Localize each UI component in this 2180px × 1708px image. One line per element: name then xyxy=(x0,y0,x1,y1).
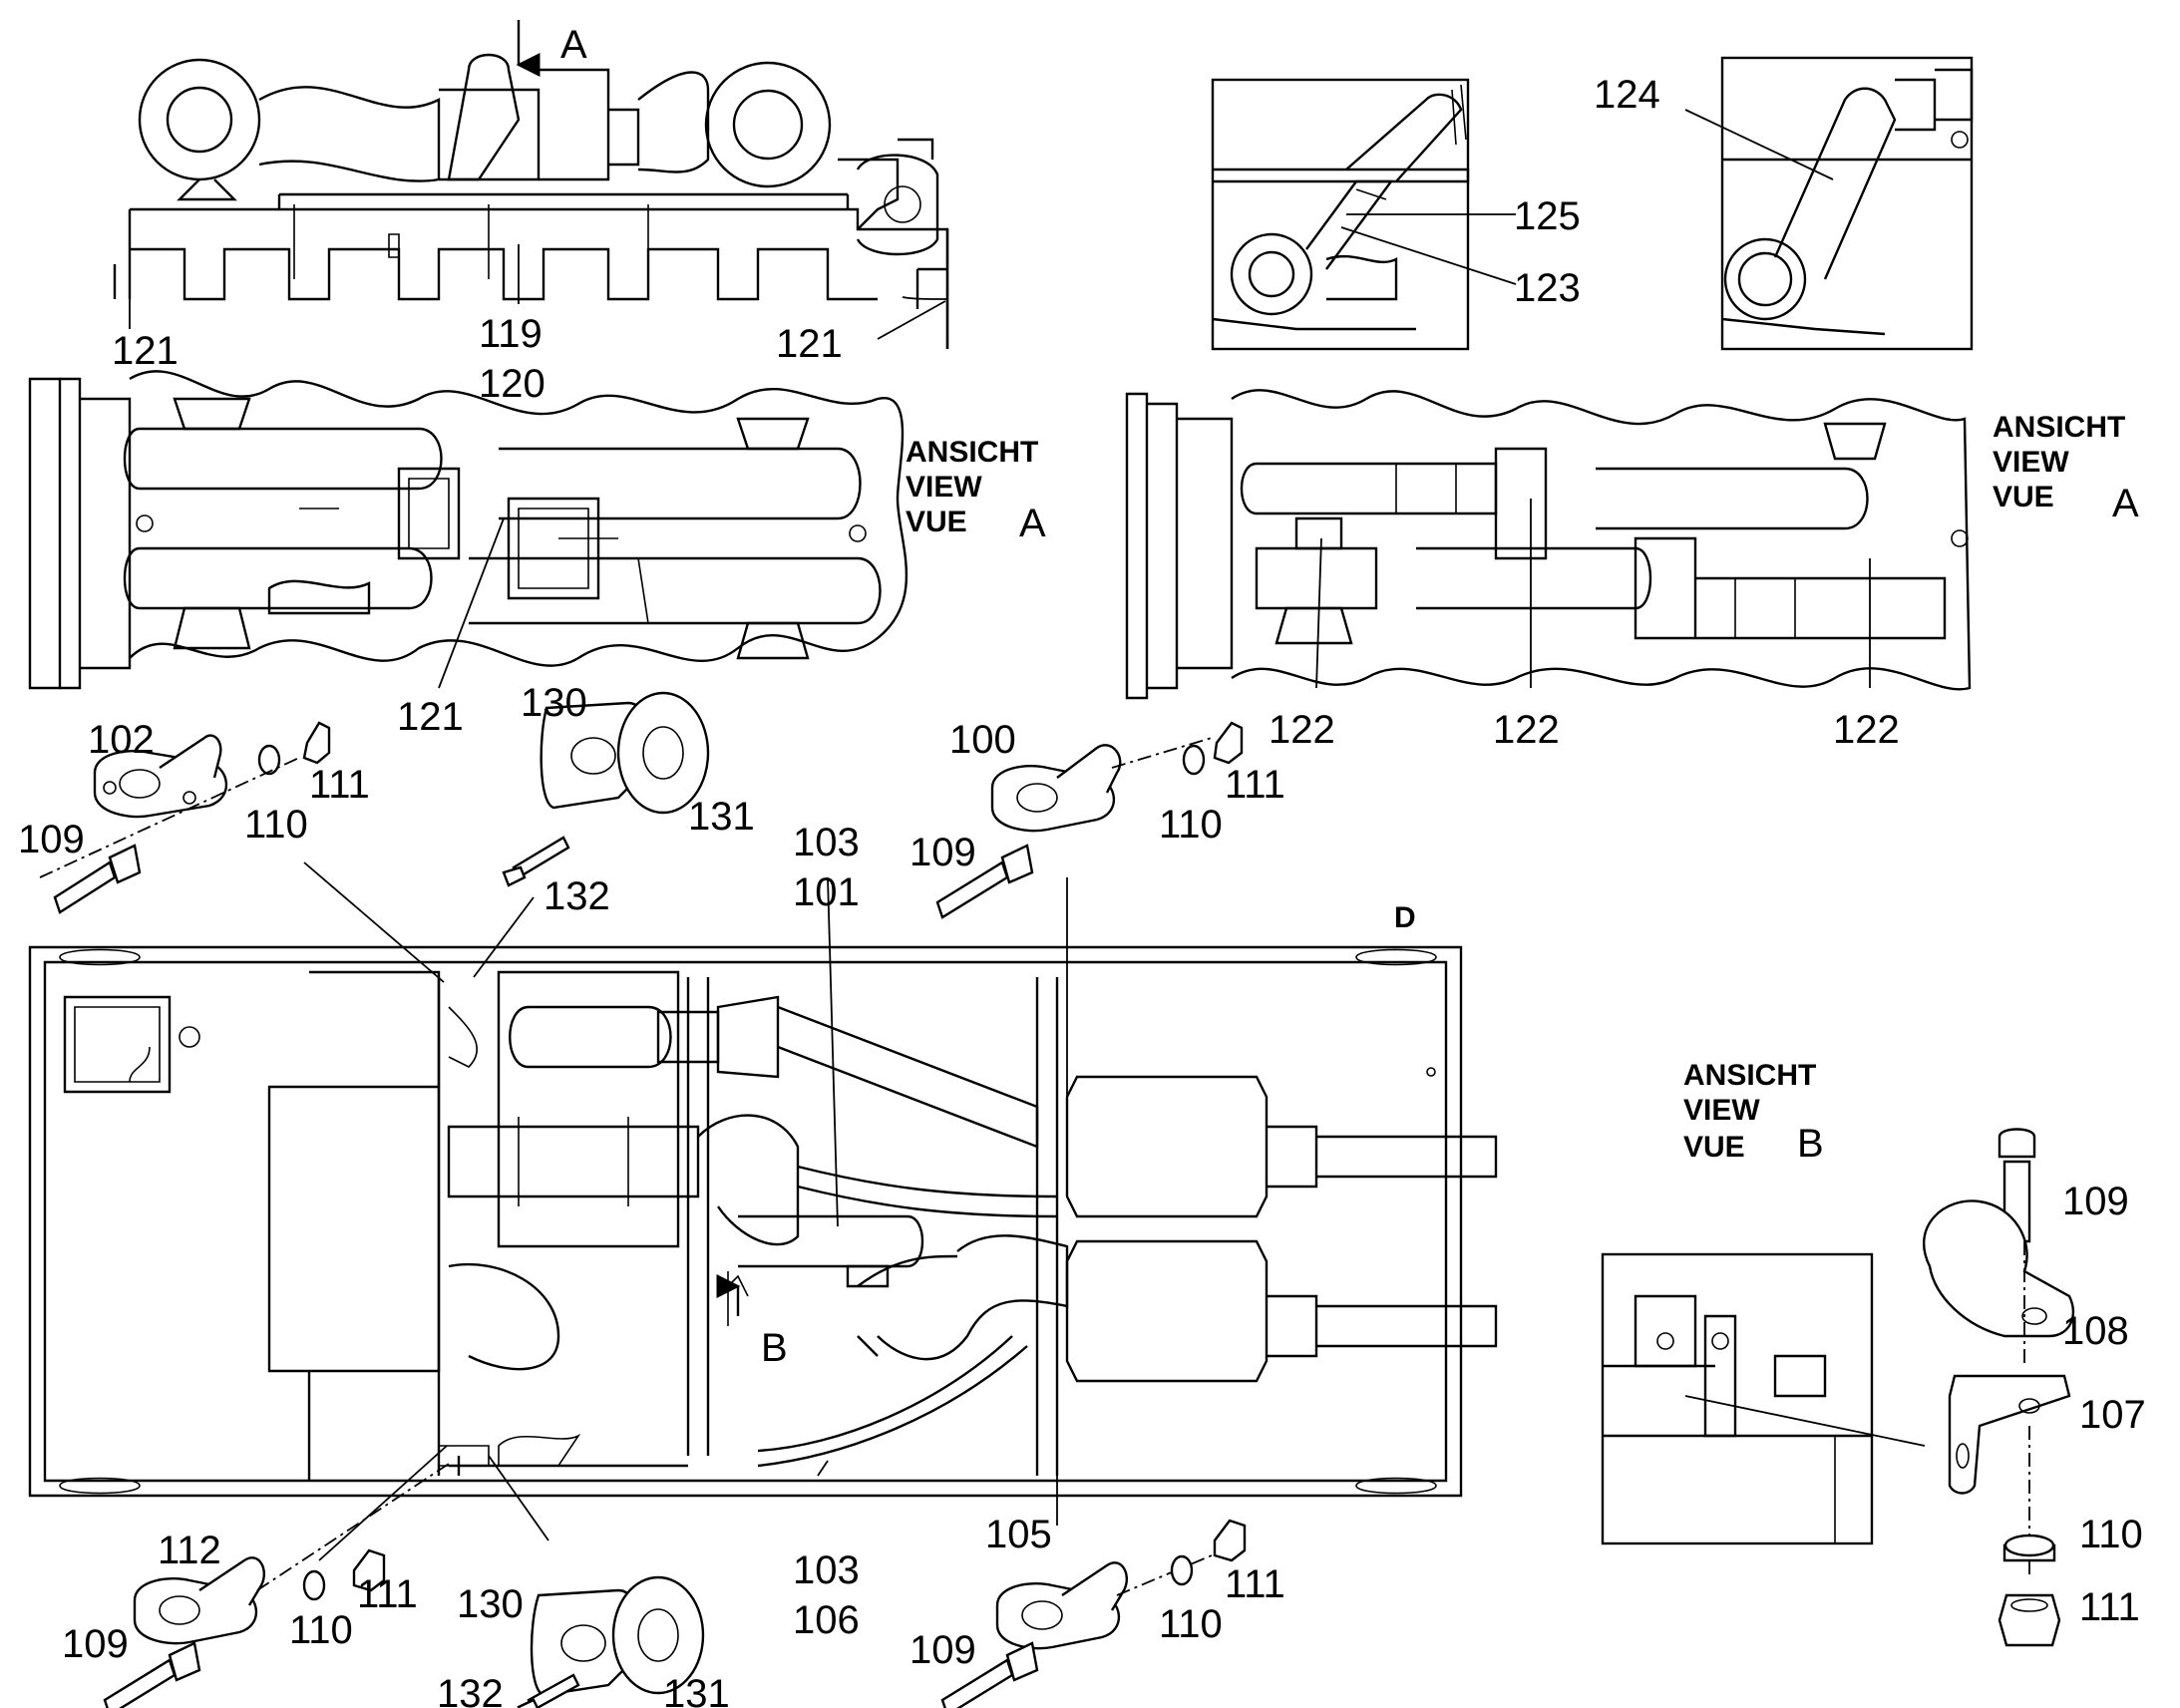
view-label-line2: VIEW xyxy=(1683,1094,1760,1127)
callout-123: 123 xyxy=(1514,266,1581,310)
view-label-line3: VUE xyxy=(1683,1131,1745,1164)
view-label-a-right: ANSICHT VIEW VUE A xyxy=(1993,411,2139,525)
callout-110: 110 xyxy=(2079,1513,2143,1556)
callout-109: 109 xyxy=(909,831,976,874)
callout-100: 100 xyxy=(949,718,1016,762)
view-letter-b: B xyxy=(1797,1122,1824,1166)
callout-109: 109 xyxy=(18,818,85,861)
engine-side-view xyxy=(113,20,949,349)
view-label-line2: VIEW xyxy=(906,471,982,504)
chassis-main-view xyxy=(28,945,1498,1498)
callout-110: 110 xyxy=(1159,1602,1223,1646)
callout-121: 121 xyxy=(776,322,843,366)
callout-numbers: 121 119 120 121 121 125 123 124 122 122 … xyxy=(18,73,2146,1708)
callout-111: 111 xyxy=(309,763,370,807)
callout-109: 109 xyxy=(62,1622,129,1666)
callout-111: 111 xyxy=(1225,1562,1285,1606)
callout-130: 130 xyxy=(457,1582,524,1626)
callout-122: 122 xyxy=(1833,708,1900,752)
view-label-line1: ANSICHT xyxy=(906,436,1038,469)
callout-110: 110 xyxy=(244,803,308,847)
engine-top-view-a-right xyxy=(1125,389,1972,700)
callout-111: 111 xyxy=(357,1572,418,1616)
view-label-line2: VIEW xyxy=(1993,446,2069,479)
view-label-a-left: ANSICHT VIEW VUE A xyxy=(906,436,1046,545)
leader-lines xyxy=(129,109,1926,1561)
callout-120: 120 xyxy=(479,362,545,406)
callout-108: 108 xyxy=(2062,1309,2129,1353)
parts-upper-left xyxy=(39,691,710,914)
callout-124: 124 xyxy=(1594,73,1660,117)
view-letter-a: A xyxy=(2112,482,2139,525)
callout-103: 103 xyxy=(793,1548,860,1592)
parts-lower-right xyxy=(940,1519,1247,1708)
callout-130: 130 xyxy=(521,681,587,725)
detail-box-123-125 xyxy=(1211,78,1470,351)
callout-106: 106 xyxy=(793,1598,860,1642)
callout-111: 111 xyxy=(2079,1585,2140,1629)
callout-111: 111 xyxy=(1225,763,1285,807)
detail-box-b xyxy=(1601,1252,1874,1545)
callout-132: 132 xyxy=(544,874,610,918)
callout-102: 102 xyxy=(88,718,155,762)
callout-101: 101 xyxy=(793,870,860,914)
view-label-line3: VUE xyxy=(906,506,967,538)
view-label-line1: ANSICHT xyxy=(1993,411,2125,444)
callout-105: 105 xyxy=(985,1513,1052,1556)
callout-122: 122 xyxy=(1493,708,1560,752)
callout-131: 131 xyxy=(688,795,755,839)
callout-110: 110 xyxy=(289,1608,353,1652)
detail-box-124 xyxy=(1720,56,1974,351)
callout-119: 119 xyxy=(479,312,543,356)
callout-107: 107 xyxy=(2079,1393,2146,1437)
view-label-line3: VUE xyxy=(1993,481,2054,513)
clamp-parts-b xyxy=(1923,1128,2075,1647)
callout-121: 121 xyxy=(397,695,464,739)
callout-121: 121 xyxy=(112,329,179,373)
view-letter-a: A xyxy=(1019,502,1046,545)
callout-131: 131 xyxy=(663,1672,730,1708)
callout-112: 112 xyxy=(158,1529,221,1572)
callout-109: 109 xyxy=(2062,1180,2129,1223)
callout-103: 103 xyxy=(793,821,860,864)
view-label-b: ANSICHT VIEW VUE B xyxy=(1683,1059,1824,1166)
parts-lower-left xyxy=(103,1463,705,1708)
engine-top-view-a xyxy=(28,370,908,690)
callout-122: 122 xyxy=(1269,708,1335,752)
view-letter-d: D xyxy=(1394,901,1416,934)
callout-109: 109 xyxy=(909,1628,976,1672)
callout-110: 110 xyxy=(1159,803,1223,847)
view-arrow-letter-a: A xyxy=(560,23,587,67)
callout-125: 125 xyxy=(1514,194,1581,238)
callout-132: 132 xyxy=(437,1672,504,1708)
view-label-line1: ANSICHT xyxy=(1683,1059,1816,1092)
parts-upper-right xyxy=(935,721,1244,919)
view-arrow-letter-b: B xyxy=(761,1326,788,1370)
